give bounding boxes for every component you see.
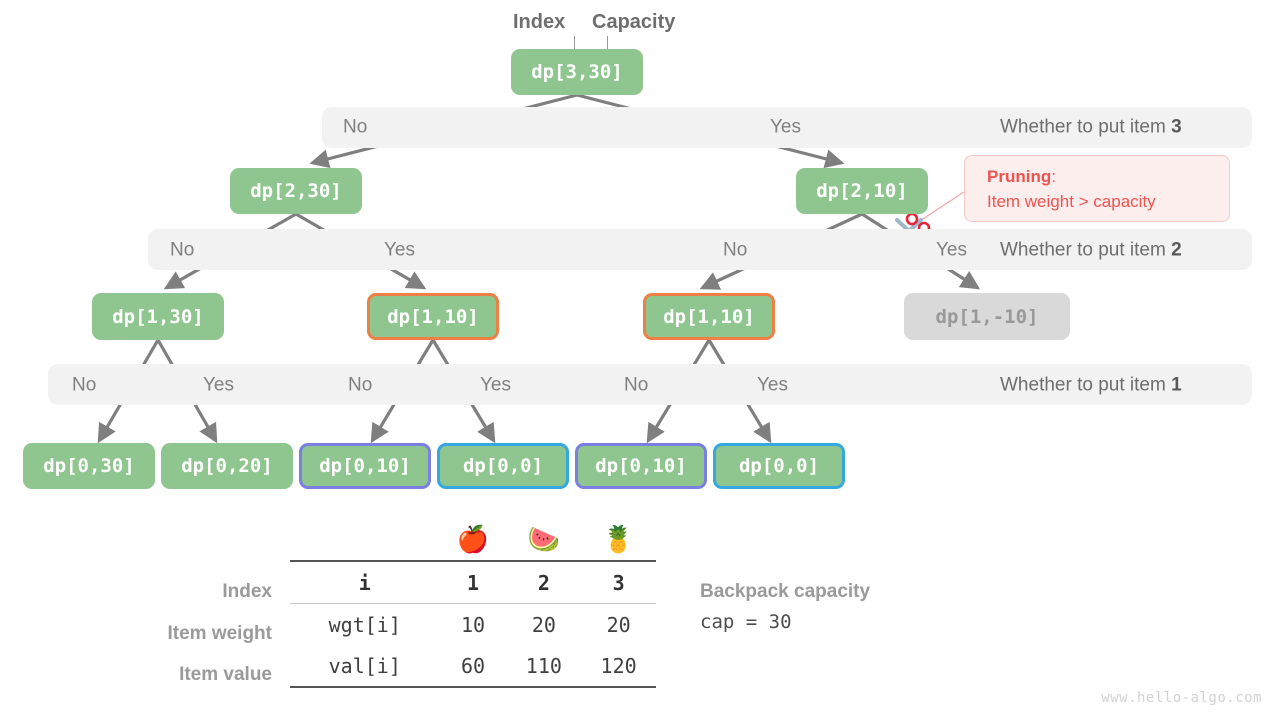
tree-node-dp-3-30[interactable]: dp[3,30] [511, 49, 643, 95]
tree-leaf-dp-0-30[interactable]: dp[0,30] [23, 443, 155, 489]
tree-leaf-dp-0-0-right[interactable]: dp[0,0] [713, 443, 845, 489]
watermelon-icon: 🍉 [527, 525, 561, 555]
table-cell-weight-1: 10 [439, 603, 507, 645]
pruning-detail: Item weight > capacity [987, 192, 1156, 211]
site-watermark: www.hello-algo.com [1101, 690, 1262, 706]
backpack-capacity-expr: cap = 30 [700, 611, 792, 633]
table-cell-value-1: 60 [439, 645, 507, 688]
band-item2-row-label: Whether to put item 2 [1000, 241, 1182, 260]
backpack-capacity-title: Backpack capacity [700, 581, 871, 602]
band-item1-row-label-item: 1 [1171, 374, 1182, 396]
table-index-key: i [358, 570, 371, 595]
band-item1-choice-yes-3: Yes [757, 374, 788, 396]
band-item2-row-label-text: Whether to put item [1000, 239, 1172, 261]
band-item1-choice-no-2: No [348, 374, 373, 396]
pineapple-icon: 🍍 [602, 525, 635, 555]
table-cell-value-3: 120 [581, 645, 656, 688]
tree-leaf-dp-0-10-left[interactable]: dp[0,10] [299, 443, 431, 489]
tree-node-dp-1-neg10-pruned[interactable]: dp[1,-10] [904, 293, 1070, 340]
band-item2-choice-no-2: No [723, 239, 748, 261]
backpack-capacity-note: Backpack capacity cap = 30 [700, 578, 870, 638]
tree-node-dp-1-10-left[interactable]: dp[1,10] [367, 293, 499, 340]
item-table-wrapper: 🍎 🍉 🍍 Index i 1 2 3 Item weight [167, 520, 656, 688]
pruning-title: Pruning [987, 167, 1052, 186]
index-leader-line [574, 36, 575, 58]
tree-node-dp-2-10[interactable]: dp[2,10] [796, 168, 928, 214]
table-cell-value-2: 110 [506, 645, 582, 688]
band-item3-choice-yes: Yes [770, 116, 801, 138]
band-item2-row-label-item: 2 [1171, 239, 1182, 261]
band-item3-row-label: Whether to put item 3 [1000, 118, 1182, 137]
tree-node-dp-2-30[interactable]: dp[2,30] [230, 168, 362, 214]
capacity-annotation-label: Capacity [592, 11, 676, 33]
table-cell-index-key: Index i [222, 560, 440, 604]
row-label-index: Index [222, 580, 272, 602]
capacity-leader-line [607, 36, 608, 58]
band-item1-choice-no-3: No [624, 374, 649, 396]
table-weight-key: wgt[i] [328, 612, 401, 637]
band-item3-choice-no: No [343, 116, 368, 138]
decision-band-item2 [148, 229, 1252, 270]
tree-leaf-dp-0-10-right[interactable]: dp[0,10] [575, 443, 707, 489]
table-cell-weight-3: 20 [581, 603, 656, 645]
index-annotation-label: Index [513, 11, 566, 33]
band-item1-choice-no-1: No [72, 374, 97, 396]
table-cell-value-key: Item value val[i] [179, 645, 440, 688]
tree-node-dp-1-10-right[interactable]: dp[1,10] [643, 293, 775, 340]
pruning-callout: Pruning: Item weight > capacity [964, 155, 1230, 222]
band-item1-row-label-text: Whether to put item [1000, 374, 1172, 396]
table-cell-index-3: 3 [581, 560, 656, 604]
band-item3-row-label-item: 3 [1171, 116, 1182, 138]
table-row-index: Index i 1 2 3 [222, 560, 656, 604]
row-label-item-weight: Item weight [167, 622, 272, 644]
decision-band-item1 [48, 364, 1252, 405]
table-cell-weight-key: Item weight wgt[i] [167, 603, 440, 645]
pruning-title-colon: : [1051, 167, 1056, 186]
tree-leaf-dp-0-0-left[interactable]: dp[0,0] [437, 443, 569, 489]
table-cell-weight-2: 20 [506, 603, 582, 645]
table-cell-index-2: 2 [506, 560, 582, 604]
band-item2-choice-yes-1: Yes [384, 239, 415, 261]
tree-node-dp-1-30[interactable]: dp[1,30] [92, 293, 224, 340]
tree-leaf-dp-0-20[interactable]: dp[0,20] [161, 443, 293, 489]
pruning-title-line: Pruning: [987, 164, 1229, 189]
band-item3-row-label-text: Whether to put item [1000, 116, 1172, 138]
item-table: 🍎 🍉 🍍 Index i 1 2 3 Item weight [167, 520, 656, 688]
band-item1-choice-yes-2: Yes [480, 374, 511, 396]
band-item2-choice-yes-2: Yes [936, 239, 967, 261]
decision-band-item3 [322, 107, 1252, 148]
table-value-key: val[i] [328, 653, 401, 678]
table-icon-row-spacer [290, 520, 440, 561]
table-row-weight: Item weight wgt[i] 10 20 20 [167, 603, 656, 645]
apple-icon: 🍎 [456, 525, 490, 555]
band-item1-choice-yes-1: Yes [203, 374, 234, 396]
table-row-value: Item value val[i] 60 110 120 [179, 645, 656, 688]
row-label-item-value: Item value [179, 663, 272, 685]
table-icon-row: 🍎 🍉 🍍 [290, 520, 656, 561]
band-item1-row-label: Whether to put item 1 [1000, 376, 1182, 395]
table-cell-index-1: 1 [439, 560, 507, 604]
band-item2-choice-no-1: No [170, 239, 195, 261]
